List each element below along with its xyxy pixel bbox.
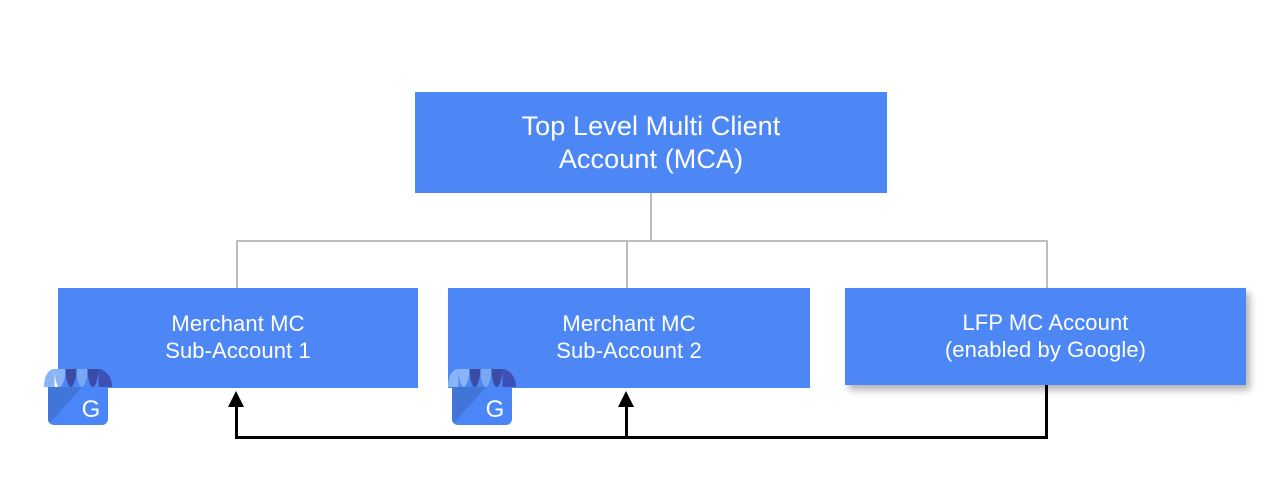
google-business-profile-icon: G <box>446 367 518 429</box>
node-lfp-mc-account[interactable]: LFP MC Account (enabled by Google) <box>845 288 1246 385</box>
connector-drop-sub-account-1 <box>236 240 238 290</box>
connector-mca-stem <box>650 193 652 242</box>
google-g-letter: G <box>486 396 505 423</box>
node-merchant-mc-sub-account-1[interactable]: Merchant MC Sub-Account 1 <box>58 288 418 388</box>
node-merchant-mc-sub-account-1-label: Merchant MC Sub-Account 1 <box>165 311 311 363</box>
google-g-letter: G <box>82 396 101 423</box>
feedback-riser-sub-account-2 <box>625 404 628 438</box>
connector-drop-lfp-account <box>1046 240 1048 290</box>
connector-drop-sub-account-2 <box>626 240 628 290</box>
node-merchant-mc-sub-account-2-label: Merchant MC Sub-Account 2 <box>556 311 702 363</box>
connector-crossbar <box>236 240 1048 242</box>
node-top-level-mca[interactable]: Top Level Multi Client Account (MCA) <box>415 92 887 193</box>
node-lfp-mc-account-label: LFP MC Account (enabled by Google) <box>944 309 1147 362</box>
node-top-level-mca-label: Top Level Multi Client Account (MCA) <box>521 110 781 174</box>
feedback-arrowhead-sub-account-1 <box>228 391 244 407</box>
feedback-rail <box>235 436 1048 439</box>
feedback-arrowhead-sub-account-2 <box>618 391 634 407</box>
feedback-riser-sub-account-1 <box>235 404 238 438</box>
google-business-profile-icon: G <box>42 367 114 429</box>
feedback-riser-lfp <box>1045 385 1048 437</box>
